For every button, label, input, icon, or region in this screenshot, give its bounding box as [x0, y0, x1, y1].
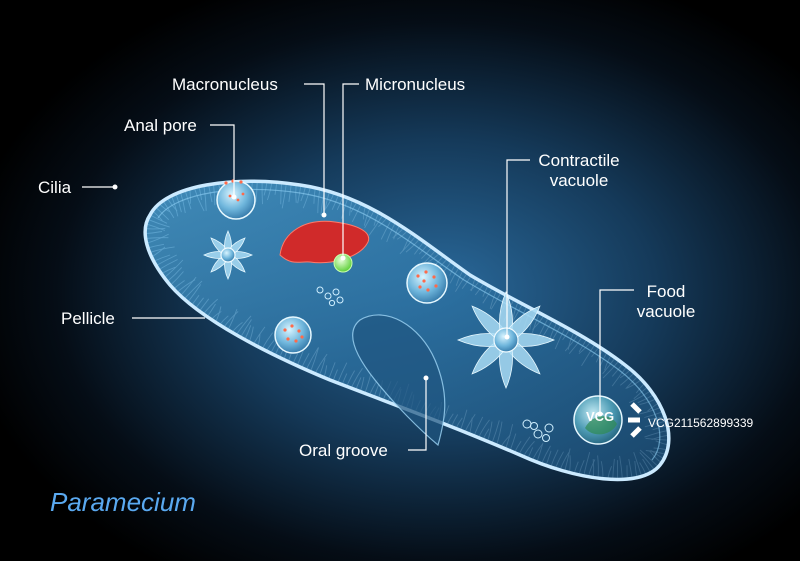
label-anal-pore: Anal pore: [124, 116, 197, 135]
label-cilia: Cilia: [38, 178, 72, 197]
bubbles-center: [316, 286, 344, 307]
food-vacuole-content: [585, 416, 617, 435]
food-vacuole-left-particles: [283, 324, 304, 343]
label-contractile-vacuole-line1: Contractile: [538, 151, 620, 170]
vacuole-hub: [220, 247, 236, 263]
vacuole-canal: [507, 305, 541, 339]
contractile-vacuole: [457, 291, 555, 389]
watermark-id: VCG211562899339: [648, 416, 754, 430]
bubbles-right: [522, 419, 554, 442]
label-food-vacuole-line2: vacuole: [636, 302, 696, 321]
contractile-vacuole-small: [203, 230, 253, 280]
vacuole-canal: [499, 291, 513, 332]
label-oral-groove: Oral groove: [299, 441, 388, 460]
label-macronucleus: Macronucleus: [172, 75, 278, 94]
oral-groove: [352, 314, 446, 447]
label-contractile-vacuole: Contractile vacuole: [534, 151, 624, 191]
food-vacuole-left: [274, 316, 312, 354]
vacuole-canal: [203, 251, 224, 259]
leader-dots: [112, 184, 603, 417]
label-food-vacuole: Food vacuole: [630, 282, 702, 322]
vacuole-canal: [457, 333, 498, 347]
watermark-logo: VCG: [586, 402, 642, 438]
vacuole-canal: [514, 333, 555, 347]
label-pellicle: Pellicle: [61, 309, 115, 328]
watermark-logo-text: VCG: [586, 409, 614, 424]
food-vacuole-middle-particles: [416, 270, 438, 292]
vacuole-canal: [224, 259, 232, 280]
vacuole-canal: [471, 341, 505, 375]
label-food-vacuole-line1: Food: [646, 282, 686, 301]
vacuole-canal: [499, 348, 513, 389]
leader-lines: [82, 83, 634, 451]
watermark-mark: [628, 402, 642, 438]
vacuole-canal: [224, 230, 232, 251]
vacuole-canal: [471, 305, 505, 339]
diagram-title: Paramecium: [50, 487, 196, 517]
food-vacuole-middle: [406, 262, 448, 304]
anal-pore-vacuole: [216, 180, 256, 220]
label-contractile-vacuole-line2: vacuole: [549, 171, 609, 190]
vacuole-canal: [507, 341, 541, 375]
macronucleus: [279, 220, 370, 264]
vacuole-hub: [493, 327, 519, 353]
label-micronucleus: Micronucleus: [365, 75, 466, 94]
